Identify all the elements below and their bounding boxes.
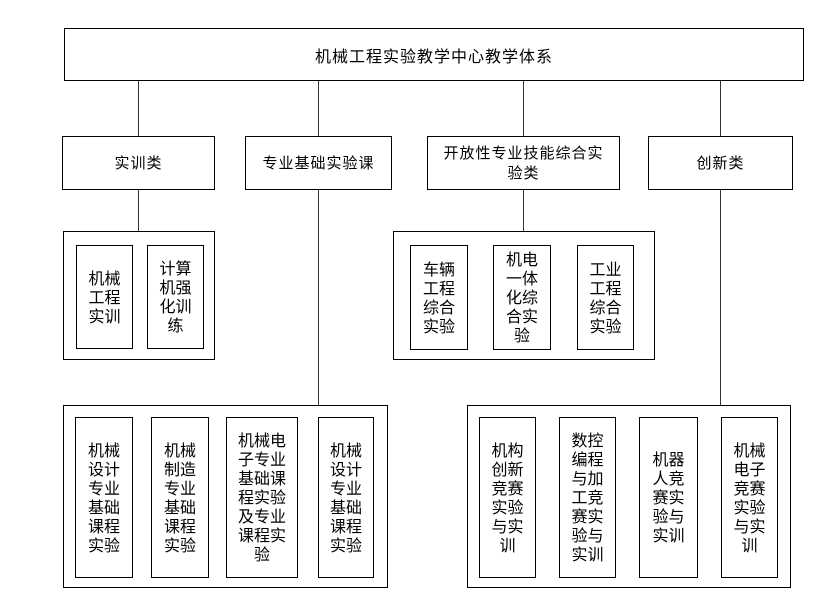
leaf-label: 计算机强化训练 [159, 259, 192, 335]
leaf-label: 数控编程与加工竞赛实验与实训 [571, 431, 604, 564]
leaf-label: 机器人竞赛实验与实训 [652, 450, 685, 545]
leaf-label: 机械电子竞赛实验与实训 [733, 440, 766, 555]
leaf-mech-design-basic-course-1: 机械设计专业基础课程实验 [75, 417, 133, 578]
node-open-skill-category: 开放性专业技能综合实验类 [427, 136, 620, 190]
leaf-robot-competition: 机器人竞赛实验与实训 [639, 417, 698, 578]
leaf-mechatronics-experiment: 机电一体化综合实验 [493, 245, 551, 350]
node-innovation-category: 创新类 [648, 136, 793, 190]
connector-root-to-innovation [720, 81, 721, 136]
leaf-label: 机械设计专业基础课程实验 [329, 440, 362, 555]
leaf-mechanical-engineering-training: 机械工程实训 [76, 245, 133, 349]
node-training-category: 实训类 [62, 136, 215, 190]
leaf-label: 机电一体化综合实验 [505, 250, 538, 345]
leaf-label: 机械工程实训 [88, 268, 121, 326]
leaf-mechatronics-competition: 机械电子竞赛实验与实训 [721, 417, 778, 578]
node-basic-course-category: 专业基础实验课 [245, 136, 392, 190]
group-comprehensive-experiments: 车辆工程综合实验 机电一体化综合实验 工业工程综合实验 [393, 231, 655, 360]
leaf-mechanism-innovation-competition: 机构创新竞赛实验与实训 [479, 417, 536, 578]
leaf-computer-intensive-training: 计算机强化训练 [147, 245, 204, 349]
connector-innovation-to-group [720, 190, 721, 405]
leaf-mech-design-basic-course-2: 机械设计专业基础课程实验 [318, 417, 374, 578]
leaf-mech-manufacturing-basic-course: 机械制造专业基础课程实验 [151, 417, 209, 578]
connector-basic-course-to-group [318, 190, 319, 405]
group-innovation-competitions: 机构创新竞赛实验与实训 数控编程与加工竞赛实验与实训 机器人竞赛实验与实训 机械… [467, 405, 791, 588]
open-skill-category-label: 开放性专业技能综合实验类 [443, 144, 604, 182]
leaf-vehicle-engineering-experiment: 车辆工程综合实验 [410, 245, 468, 350]
connector-open-skill-to-group [523, 190, 524, 231]
leaf-label: 机械制造专业基础课程实验 [163, 440, 196, 555]
leaf-mechatronic-basic-and-major-course: 机械电子专业基础课程实验及专业课程实验 [226, 417, 298, 578]
connector-root-to-training [138, 81, 139, 136]
leaf-label: 工业工程综合实验 [589, 259, 622, 336]
connector-root-to-basic-course [318, 81, 319, 136]
leaf-label: 机械设计专业基础课程实验 [87, 440, 120, 555]
connector-root-to-open-skill [523, 81, 524, 136]
group-training-items: 机械工程实训 计算机强化训练 [63, 231, 215, 360]
connector-training-to-group [138, 190, 139, 231]
leaf-industrial-engineering-experiment: 工业工程综合实验 [577, 245, 634, 350]
leaf-label: 车辆工程综合实验 [422, 259, 455, 336]
node-root-teaching-system: 机械工程实验教学中心教学体系 [64, 28, 804, 81]
group-basic-course-experiments: 机械设计专业基础课程实验 机械制造专业基础课程实验 机械电子专业基础课程实验及专… [63, 405, 388, 588]
leaf-label: 机构创新竞赛实验与实训 [491, 440, 524, 555]
leaf-label: 机械电子专业基础课程实验及专业课程实验 [237, 431, 286, 564]
leaf-nc-programming-machining-competition: 数控编程与加工竞赛实验与实训 [559, 417, 616, 578]
